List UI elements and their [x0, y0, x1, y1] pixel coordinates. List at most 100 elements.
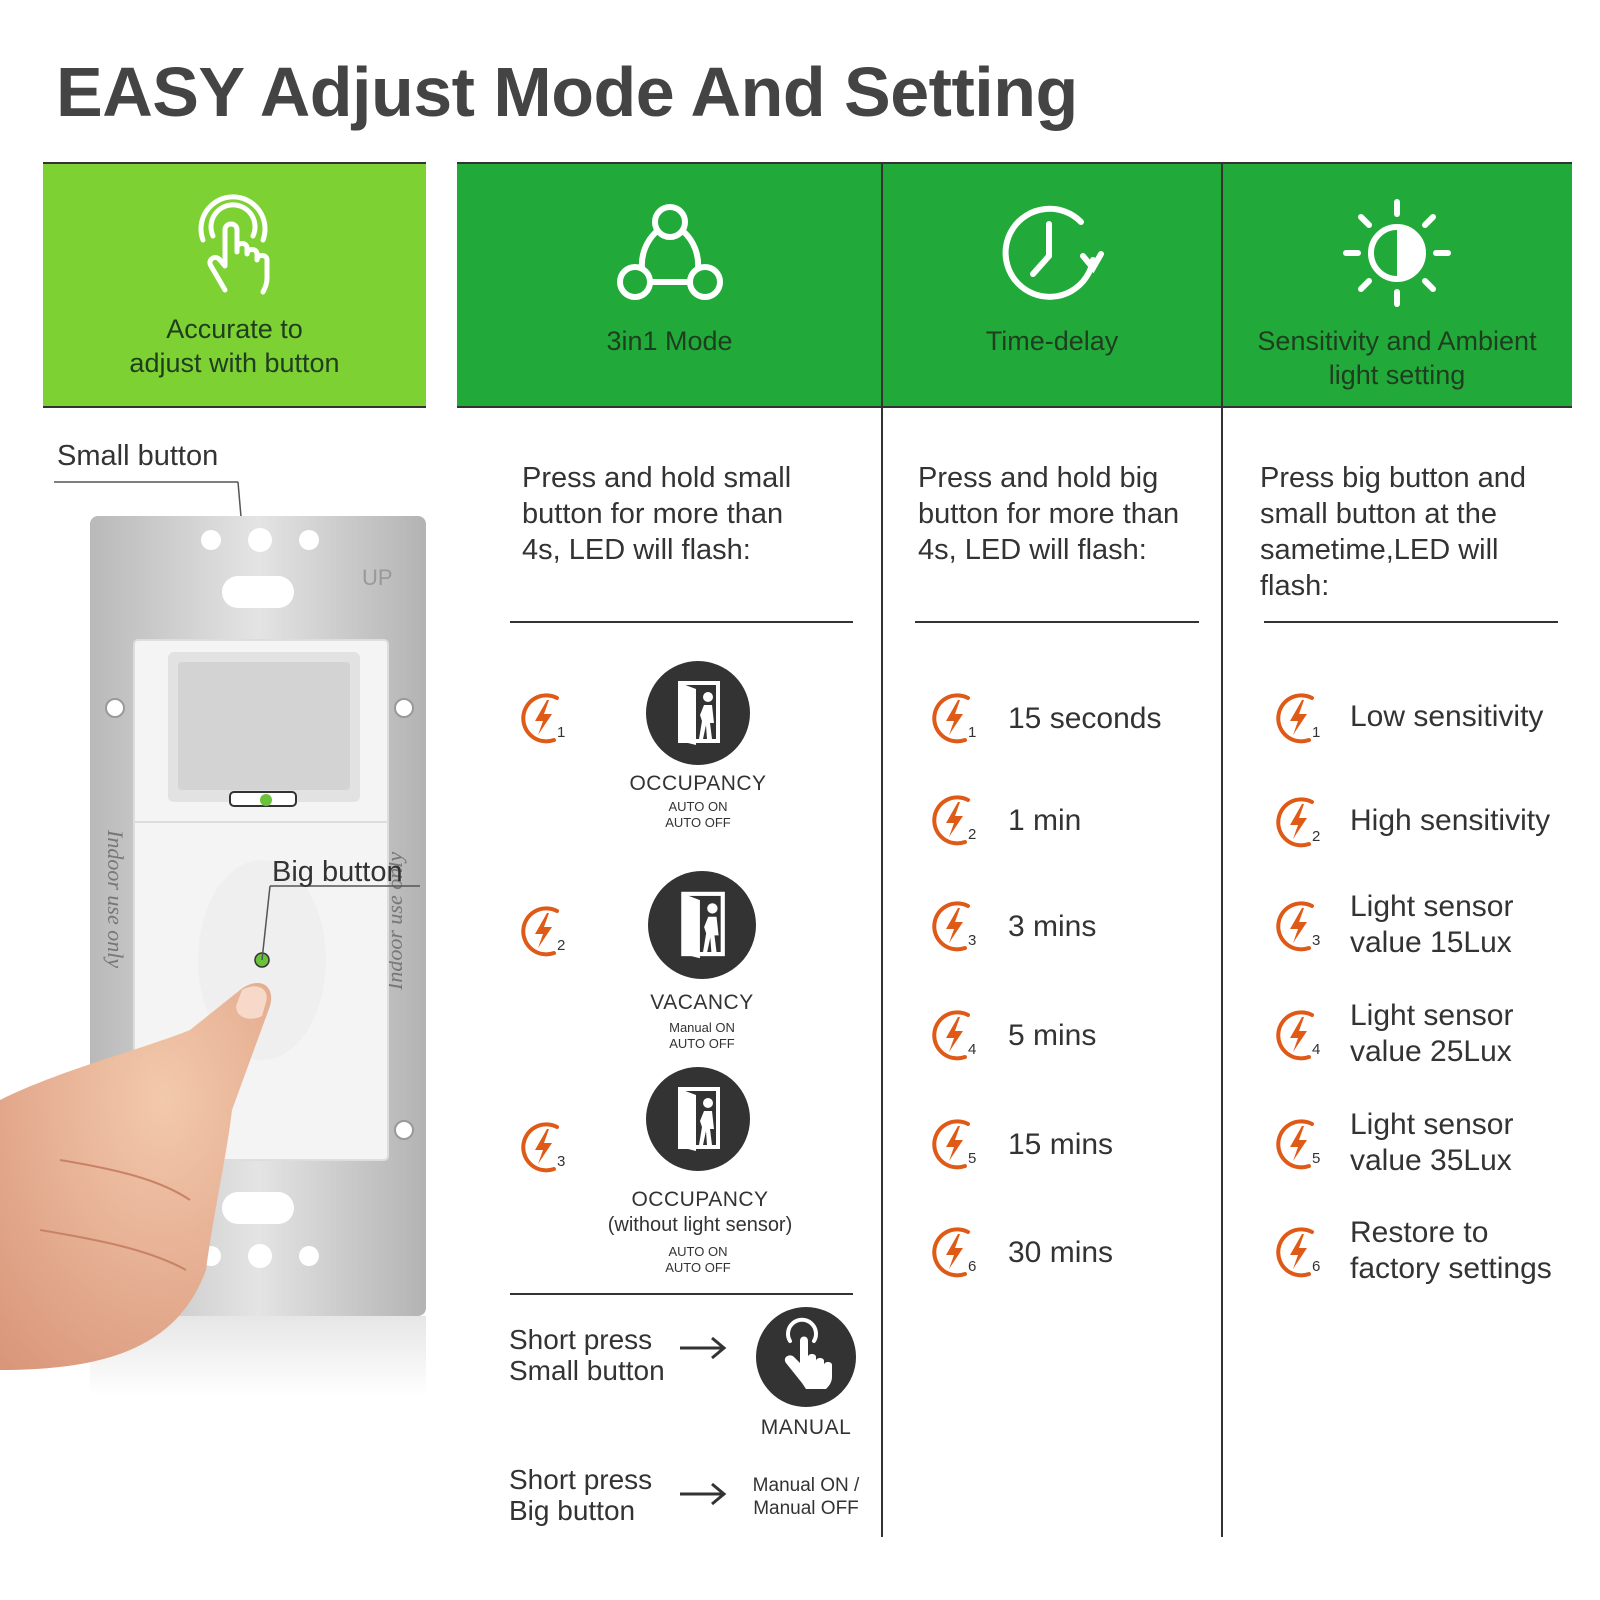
flash-step-badge: 5 [1276, 1119, 1320, 1170]
step-number: 1 [1312, 724, 1320, 741]
switch-device-illustration: UP Indoor use only Indoor use only [0, 481, 426, 1396]
option-line: value 25Lux [1350, 1035, 1512, 1068]
svg-text:2: 2 [557, 937, 565, 954]
mode-sub-2: AUTO OFF [665, 1260, 731, 1275]
flash-step-badge: 2 [1276, 797, 1320, 848]
accurate-label-1: Accurate to [166, 314, 303, 344]
sensitivity-header-label-2: light setting [1328, 360, 1466, 390]
small-button-led [260, 794, 272, 806]
door-person-icon [678, 1087, 720, 1151]
flash-step-badge: 1 [932, 693, 976, 744]
svg-text:3: 3 [557, 1153, 565, 1170]
step-number: 3 [1312, 932, 1320, 949]
plate-text-left: Indoor use only [103, 829, 128, 968]
mode-divider [510, 621, 853, 623]
page-title: EASY Adjust Mode And Setting [56, 53, 1078, 131]
tap-hand-icon [784, 1317, 832, 1389]
mode-header: 3in1 Mode [457, 164, 882, 406]
delay-header: Time-delay [882, 164, 1222, 406]
plate-up-text: UP [362, 565, 393, 590]
step-number: 2 [968, 826, 976, 843]
option-line: High sensitivity [1350, 804, 1551, 837]
option-line: Low sensitivity [1350, 700, 1544, 733]
mode-name-occupancy-no-sensor: OCCUPANCY [631, 1188, 769, 1211]
arrow-right-icon [680, 1336, 727, 1360]
option-line: Light sensor [1350, 890, 1514, 923]
delay-option-label: 3 mins [1008, 910, 1097, 943]
flash-step-badge: 1 [521, 693, 565, 744]
sensitivity-divider [1264, 621, 1558, 623]
door-person-icon [678, 681, 720, 745]
mode-intro: Press and hold small button for more tha… [522, 462, 792, 566]
mode-header-label: 3in1 Mode [606, 326, 733, 356]
step-number: 6 [968, 1258, 976, 1275]
mode-sub-1: Manual ON [669, 1020, 735, 1035]
step-number: 3 [968, 932, 976, 949]
step-number: 1 [968, 724, 976, 741]
option-line: value 35Lux [1350, 1144, 1512, 1177]
touch-finger-icon [198, 194, 269, 295]
step-number: 5 [1312, 1150, 1320, 1167]
option-line: factory settings [1350, 1252, 1552, 1285]
mode-name-occupancy: OCCUPANCY [629, 772, 767, 795]
sun-icon [1343, 199, 1451, 307]
vacancy-mode-icon [648, 871, 756, 979]
door-person-icon [681, 891, 725, 959]
option-line: Restore to [1350, 1216, 1489, 1249]
sensitivity-header: Sensitivity and Ambient light setting [1222, 164, 1572, 406]
delay-option-label: 1 min [1008, 804, 1082, 837]
sensitivity-option-label: High sensitivity [1350, 803, 1550, 839]
delay-divider [915, 621, 1199, 623]
occupancy-no-sensor-mode-icon [646, 1067, 750, 1171]
three-nodes-icon [616, 204, 723, 300]
column-divider [1221, 162, 1223, 1537]
step-number: 5 [968, 1150, 976, 1167]
small-button-label: Small button [57, 440, 219, 472]
accurate-header: Accurate to adjust with button [43, 162, 426, 408]
mode-divider [510, 1293, 853, 1295]
clock-icon [1002, 205, 1104, 300]
delay-header-label: Time-delay [985, 326, 1119, 356]
mode-sub-1: AUTO ON [668, 799, 728, 814]
sensitivity-option-label: Low sensitivity [1350, 699, 1543, 735]
delay-intro: Press and hold big button for more than … [918, 462, 1180, 566]
occupancy-mode-icon [646, 661, 750, 765]
settings-header: 3in1 Mode Time-delay [457, 162, 1572, 408]
big-button-label: Big button [272, 856, 403, 888]
flash-step-badge: 4 [932, 1010, 976, 1061]
mode-sub-1: AUTO ON [668, 1244, 728, 1259]
option-line: Light sensor [1350, 999, 1514, 1032]
short-press-big-text: Short press Big button [509, 1464, 653, 1526]
flash-step-badge: 6 [1276, 1227, 1320, 1278]
accurate-label-2: adjust with button [129, 348, 340, 378]
sensitivity-intro: Press big button and small button at the… [1260, 462, 1527, 602]
svg-text:1: 1 [557, 724, 565, 741]
step-number: 4 [968, 1041, 976, 1058]
step-number: 6 [1312, 1258, 1320, 1275]
step-number: 2 [1312, 828, 1320, 845]
manual-on-off-text: Manual ON / Manual OFF [752, 1475, 860, 1519]
flash-step-badge: 1 [1276, 693, 1320, 744]
delay-option-label: 15 seconds [1008, 702, 1162, 735]
mode-sub-2: AUTO OFF [665, 815, 731, 830]
flash-step-badge: 2 [932, 795, 976, 846]
column-divider [881, 162, 883, 1537]
option-line: value 15Lux [1350, 926, 1512, 959]
flash-step-badge: 2 [521, 906, 565, 957]
mode-extra: (without light sensor) [607, 1214, 793, 1236]
delay-option-label: 30 mins [1008, 1236, 1114, 1269]
step-number: 4 [1312, 1041, 1320, 1058]
flash-step-badge: 3 [521, 1122, 565, 1173]
flash-step-badge: 6 [932, 1227, 976, 1278]
sensitivity-header-label-1: Sensitivity and Ambient [1257, 326, 1537, 356]
arrow-right-icon [680, 1482, 727, 1506]
option-line: Light sensor [1350, 1108, 1514, 1141]
manual-label: MANUAL [760, 1416, 852, 1439]
flash-step-badge: 4 [1276, 1010, 1320, 1061]
delay-option-label: 15 mins [1008, 1128, 1114, 1161]
mode-sub-2: AUTO OFF [669, 1036, 735, 1051]
